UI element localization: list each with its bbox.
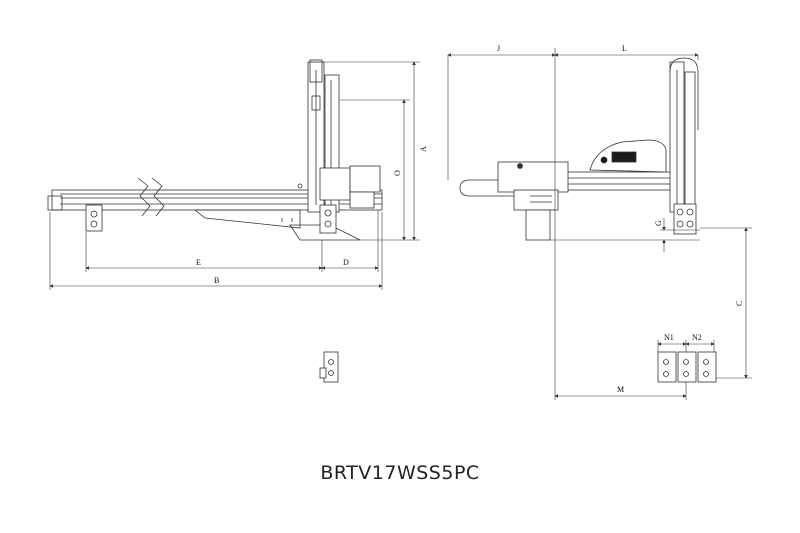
dim-label-l: L bbox=[622, 44, 627, 53]
side-view bbox=[47, 59, 383, 241]
dim-label-g: G bbox=[654, 220, 663, 226]
dim-label-n1: N1 bbox=[664, 333, 674, 342]
gripper-array bbox=[657, 351, 717, 383]
gripper-detail bbox=[319, 351, 339, 383]
dim-label-c: C bbox=[735, 301, 744, 306]
dim-label-d: D bbox=[343, 258, 349, 267]
dim-label-j: J bbox=[497, 44, 500, 53]
dim-label-m: M bbox=[617, 385, 624, 394]
dim-label-o: O bbox=[393, 170, 402, 176]
front-view bbox=[459, 57, 699, 241]
dim-label-n2: N2 bbox=[692, 333, 702, 342]
dim-label-e: E bbox=[196, 258, 201, 267]
dim-label-a: A bbox=[419, 146, 428, 152]
dim-label-b: B bbox=[214, 276, 219, 285]
front-view-dimensions bbox=[447, 48, 752, 400]
model-name: BRTV17WSS5PC bbox=[320, 462, 480, 484]
side-view-dimensions bbox=[49, 61, 420, 290]
